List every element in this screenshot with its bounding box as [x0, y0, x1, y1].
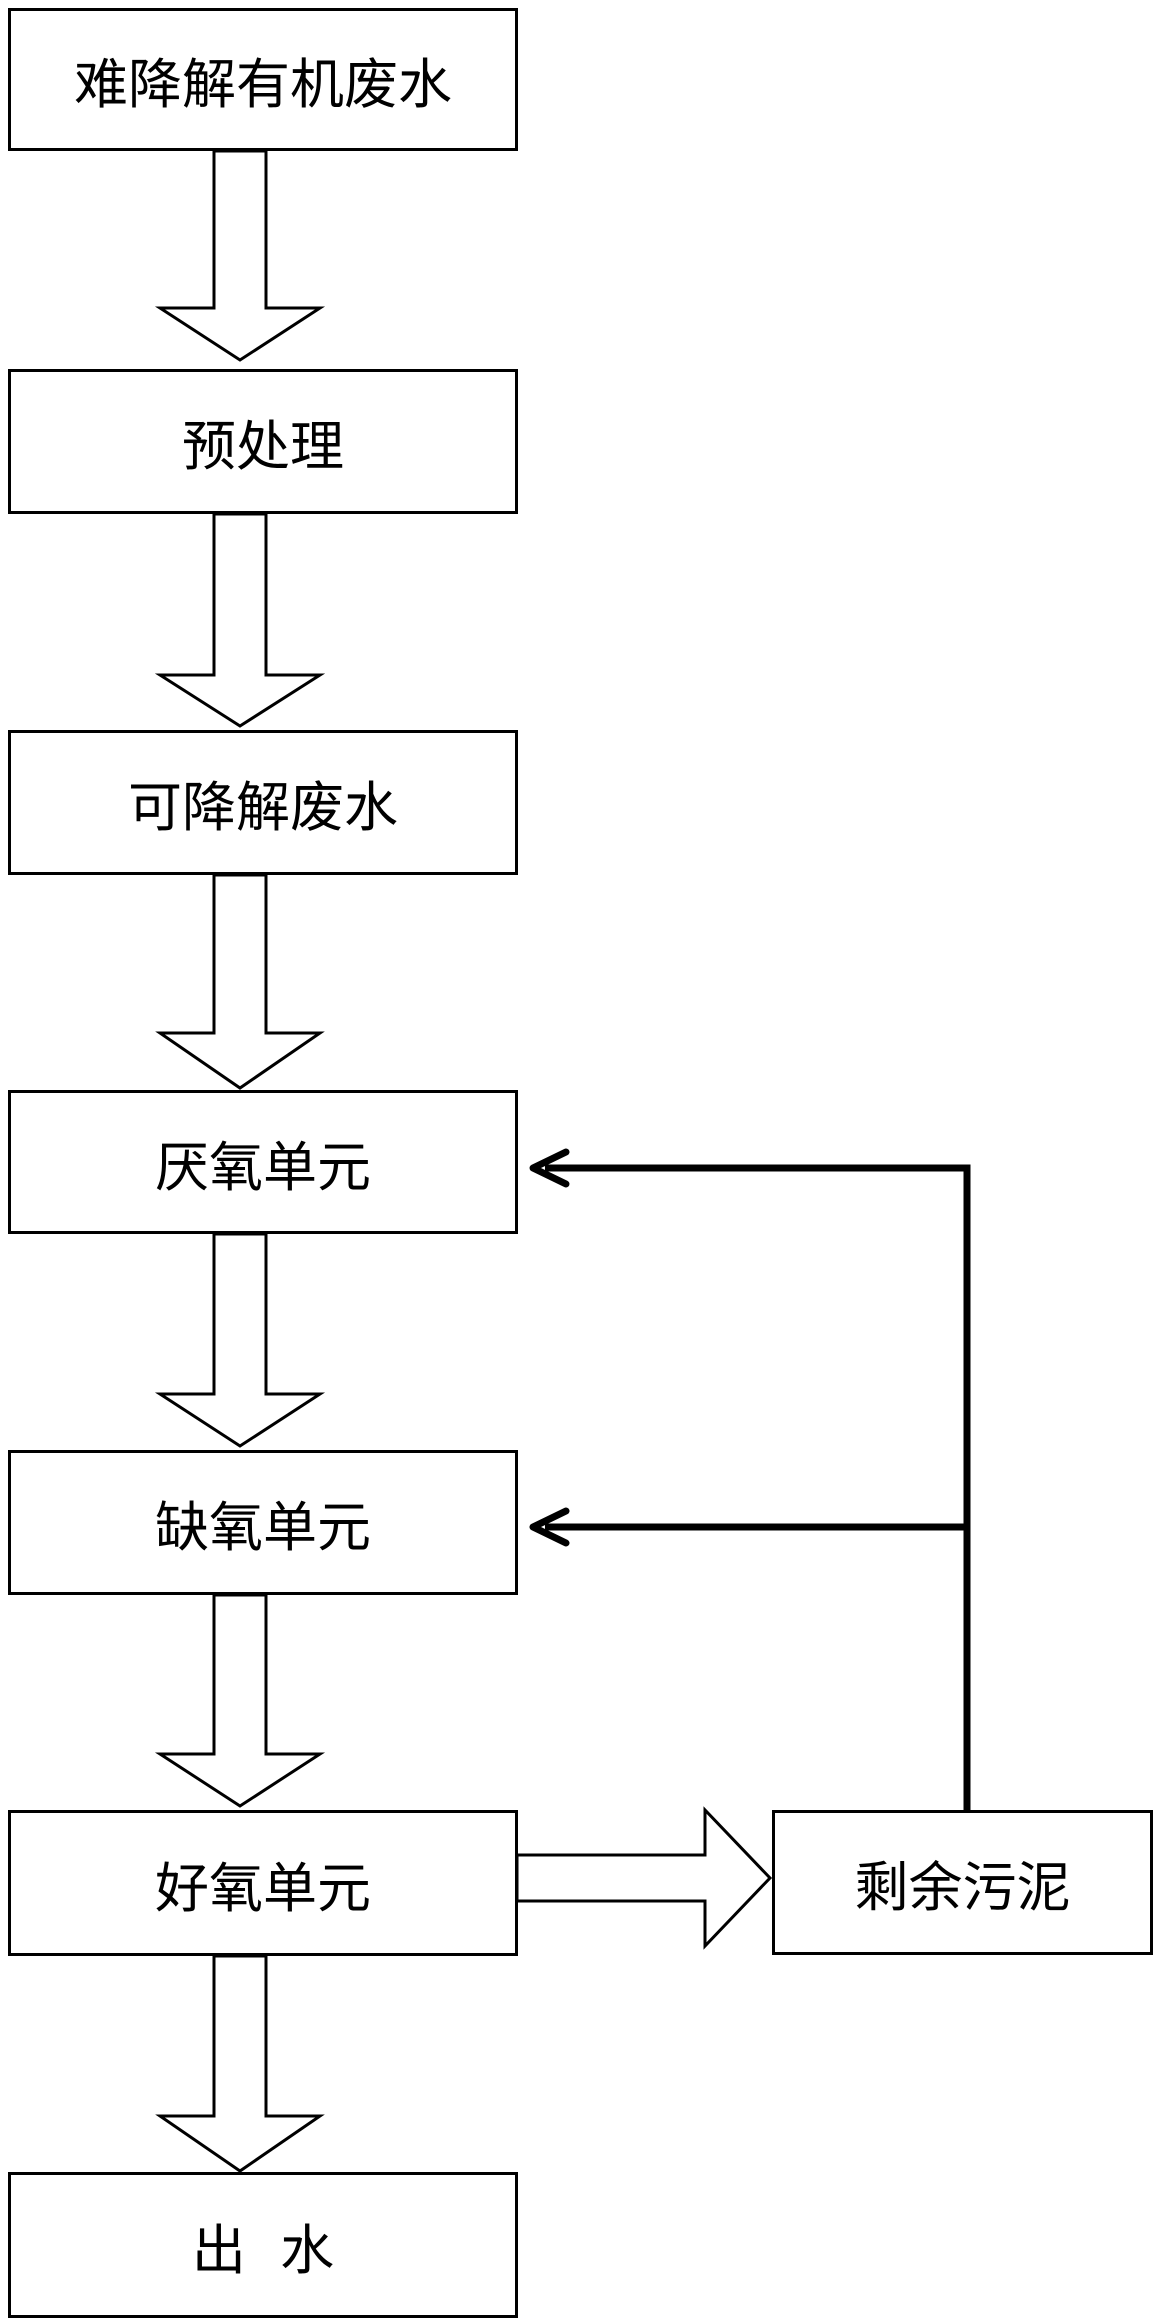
anaerobic-unit-label: 厌氧单元	[155, 1135, 371, 1199]
degradable-wastewater-label: 可降解废水	[128, 776, 398, 839]
down-arrow-3	[155, 873, 325, 1090]
down-arrow-2	[154, 512, 326, 728]
excess-sludge-label: 剩余污泥	[854, 1856, 1071, 1919]
down-arrow-6	[155, 1954, 325, 2173]
aerobic-unit-box: 好氧单元	[8, 1810, 518, 1956]
effluent-label: 出 水	[191, 2218, 335, 2282]
anoxic-unit-box: 缺氧单元	[8, 1450, 518, 1595]
arrowhead-anaerobic	[529, 1148, 570, 1188]
pretreatment-box: 预处理	[8, 369, 518, 514]
pretreatment-label: 预处理	[182, 415, 344, 478]
excess-sludge-box: 剩余污泥	[772, 1810, 1153, 1955]
sludge-return-line	[545, 1164, 971, 1812]
degradable-wastewater-box: 可降解废水	[8, 730, 518, 875]
aerobic-unit-label: 好氧单元	[155, 1856, 371, 1920]
down-arrow-1	[154, 149, 326, 362]
effluent-box: 出 水	[8, 2172, 518, 2318]
wastewater-in-box: 难降解有机废水	[8, 8, 518, 151]
down-arrow-5	[154, 1593, 326, 1808]
anaerobic-unit-box: 厌氧单元	[8, 1090, 518, 1234]
down-arrow-4	[154, 1232, 326, 1448]
wastewater-in-label: 难降解有机废水	[74, 53, 452, 116]
right-arrow-sludge	[515, 1806, 773, 1950]
anoxic-unit-label: 缺氧单元	[155, 1496, 371, 1559]
arrowhead-anoxic	[529, 1507, 570, 1547]
